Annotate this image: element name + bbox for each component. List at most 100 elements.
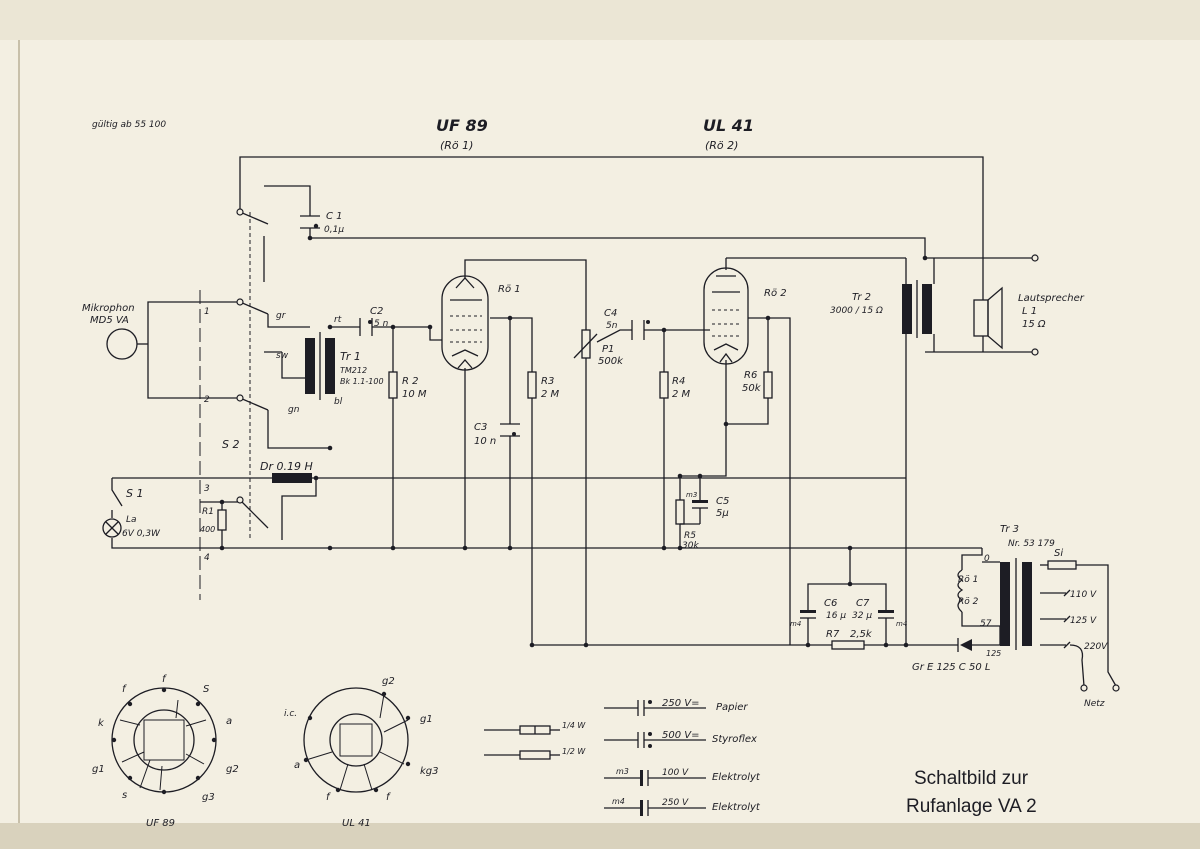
tap-110v: 110 V [1070, 590, 1097, 600]
ul41-caption: UL 41 [342, 818, 371, 829]
top-margin [0, 0, 1200, 40]
uf89-caption: UF 89 [146, 818, 175, 829]
resistor-r2 [388, 371, 398, 399]
choke-dr [272, 473, 312, 483]
ul41-pin-kg3: kg3 [420, 766, 439, 777]
uf89-pin-g1: g1 [92, 764, 105, 775]
tap-57: 57 [980, 619, 992, 629]
tube2-ref: (Rö 2) [705, 139, 738, 152]
tr1-spec: Bk 1.1-100 [340, 377, 384, 386]
r7-name: R7 [826, 629, 840, 640]
speaker-ref: L 1 [1022, 306, 1037, 317]
ul41-pin-ic: i.c. [284, 709, 297, 719]
wire-rt-label: rt [334, 315, 342, 325]
c5-value: 5μ [716, 508, 729, 519]
tr3-value: Nr. 53 179 [1008, 539, 1055, 549]
heater-rö1: Rö 1 [958, 575, 978, 585]
r4-value: 2 M [672, 389, 691, 400]
c7-marker: m4 [896, 620, 907, 628]
lamp-rating: 6V 0,3W [122, 529, 161, 539]
wire-gn-label: gn [288, 405, 300, 415]
ul41-pin-g2: g2 [382, 676, 395, 687]
c6-value: 16 μ [826, 611, 846, 621]
legend-row3-marker: m3 [616, 767, 629, 776]
rectifier-diode [960, 639, 972, 651]
tr3-name: Tr 3 [1000, 524, 1019, 535]
switch-pos-4: 4 [204, 553, 210, 563]
speaker-name: Lautsprecher [1018, 293, 1085, 304]
uf89-pin-s2: s [122, 790, 127, 801]
choke-label: Dr 0.19 H [260, 460, 313, 473]
resistor-r4 [659, 371, 669, 399]
c5-name: C5 [716, 496, 729, 507]
tap-0: 0 [984, 554, 990, 564]
capacitor-c1 [300, 215, 320, 229]
legend-capacitors [604, 700, 706, 816]
speaker-value: 15 Ω [1022, 319, 1046, 330]
uf89-pin-g2: g2 [226, 764, 239, 775]
tr2-name: Tr 2 [852, 292, 871, 303]
c3-value: 10 n [474, 436, 496, 447]
legend-row3-value: 100 V [662, 768, 689, 778]
lamp-symbol [102, 518, 122, 538]
pinout-uf89 [111, 687, 217, 795]
tube-rö1 [441, 275, 489, 371]
p1-name: P1 [602, 344, 614, 355]
loudspeaker-symbol [973, 286, 1003, 350]
c2-value: 5 n [374, 319, 389, 329]
ul41-pin-g1: g1 [420, 714, 433, 725]
uf89-pin-a: a [226, 716, 232, 727]
r4-name: R4 [672, 376, 685, 387]
c7-value: 32 μ [852, 611, 872, 621]
capacitor-c5 [692, 500, 708, 509]
r3-value: 2 M [541, 389, 560, 400]
transformer-tr3 [957, 558, 1032, 650]
potentiometer-p1 [573, 329, 598, 359]
p1-value: 500k [598, 356, 624, 367]
resistor-r3 [527, 371, 537, 399]
legend-quarter-watt: 1/4 W [562, 721, 586, 730]
terminals [236, 208, 1120, 692]
c1-value: 0,1μ [324, 225, 344, 235]
tube1-type: UF 89 [436, 116, 488, 135]
wire-sw-label: sw [276, 351, 289, 361]
tr1-name: Tr 1 [340, 350, 361, 363]
pinout-ul41 [303, 687, 411, 793]
validity-note: gültig ab 55 100 [92, 120, 166, 130]
r2-value: 10 M [402, 389, 427, 400]
legend-row1-type: Papier [716, 702, 748, 713]
wiring [111, 156, 1117, 687]
uf89-pin-g3: g3 [202, 792, 215, 803]
resistor-r7 [831, 640, 865, 650]
tube2-type: UL 41 [703, 116, 754, 135]
ul41-pin-f2: f [326, 792, 331, 803]
tap-125v: 125 V [1070, 616, 1097, 626]
wire-bl-label: bl [334, 397, 343, 407]
r3-name: R3 [541, 376, 554, 387]
uf89-pin-k: k [98, 718, 105, 729]
r5-value: 30k [682, 541, 699, 551]
legend-row4-type: Elektrolyt [712, 802, 761, 813]
bottom-margin [0, 823, 1200, 849]
mains-label: Netz [1084, 699, 1105, 709]
r1-name: R1 [202, 507, 214, 517]
c4-name: C4 [604, 308, 617, 319]
title-line1: Schaltbild zur [914, 768, 1029, 789]
switch-pos-2: 2 [204, 395, 210, 405]
r5-name: R5 [684, 531, 696, 541]
c6-name: C6 [824, 598, 837, 609]
legend-resistors [484, 725, 560, 760]
capacitor-c6 [800, 610, 816, 619]
legend-row4-value: 250 V [662, 798, 689, 808]
switch-pos-1: 1 [204, 307, 210, 317]
c2-name: C2 [370, 306, 383, 317]
capacitor-c4 [631, 320, 650, 340]
switch-pos-3: 3 [204, 484, 210, 494]
ul41-pin-a: a [294, 760, 300, 771]
title-line2: Rufanlage VA 2 [906, 796, 1037, 817]
uf89-pin-s: S [203, 684, 210, 695]
microphone-model: MD5 VA [90, 315, 129, 326]
tr1-type: TM212 [340, 366, 367, 375]
uf89-pin-f: f [162, 674, 167, 685]
